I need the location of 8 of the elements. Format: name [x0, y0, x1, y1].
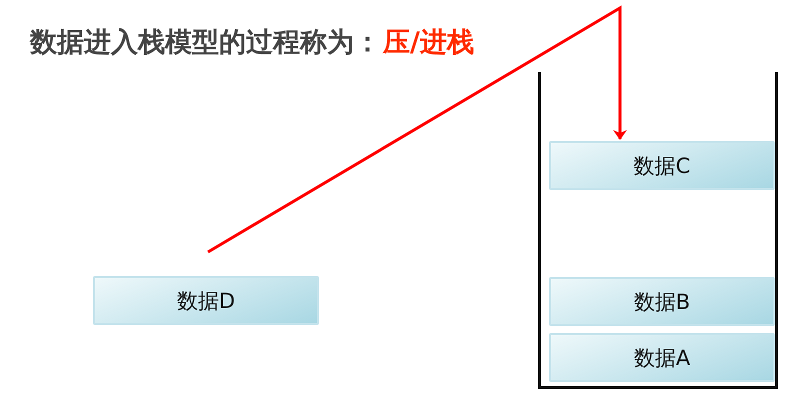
- stack-container: [538, 72, 778, 389]
- data-box: 数据A: [549, 333, 775, 382]
- data-box: 数据D: [93, 276, 319, 325]
- data-box: 数据B: [549, 277, 775, 326]
- arrow: [207, 5, 627, 254]
- highlight-text: 压/进栈: [383, 26, 474, 60]
- title: 数据进入栈模型的过程称为：: [30, 26, 381, 60]
- data-box: 数据C: [549, 141, 775, 190]
